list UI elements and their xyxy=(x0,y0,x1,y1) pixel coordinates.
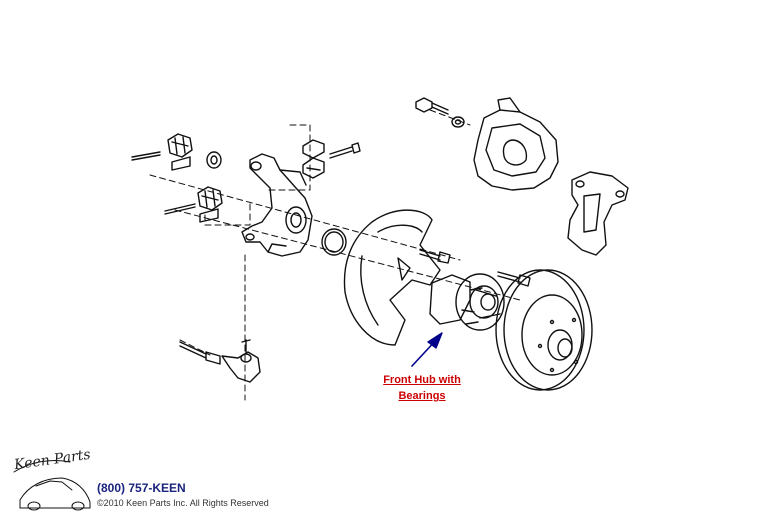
seal-ring xyxy=(321,228,347,256)
bolt-upper-right xyxy=(329,142,361,159)
footer-phone: (800) 757-KEEN xyxy=(97,481,186,495)
bushing-upper xyxy=(206,151,222,169)
castle-nut-upper xyxy=(167,133,193,171)
cotter-pin-lower xyxy=(164,203,196,215)
front-hub-callout-line2[interactable]: Bearings xyxy=(398,390,446,402)
steering-knuckle xyxy=(241,153,313,257)
front-hub[interactable] xyxy=(429,273,505,331)
footer-copyright: ©2010 Keen Parts Inc. All Rights Reserve… xyxy=(97,498,269,508)
tie-rod-end xyxy=(179,339,261,383)
nut-right-upper xyxy=(302,139,325,179)
callout-arrow xyxy=(411,332,443,367)
castle-nut-lower xyxy=(197,186,223,223)
brake-rotor xyxy=(495,269,593,391)
splash-shield xyxy=(343,209,441,346)
caliper-bolt xyxy=(415,97,465,128)
caliper-bracket xyxy=(567,171,629,256)
bolt-hub-mount xyxy=(419,249,451,264)
brake-caliper xyxy=(473,97,559,191)
corvette-car-icon xyxy=(13,459,91,511)
cotter-pin-upper xyxy=(131,151,161,161)
front-hub-callout-line1[interactable]: Front Hub with xyxy=(383,374,461,386)
